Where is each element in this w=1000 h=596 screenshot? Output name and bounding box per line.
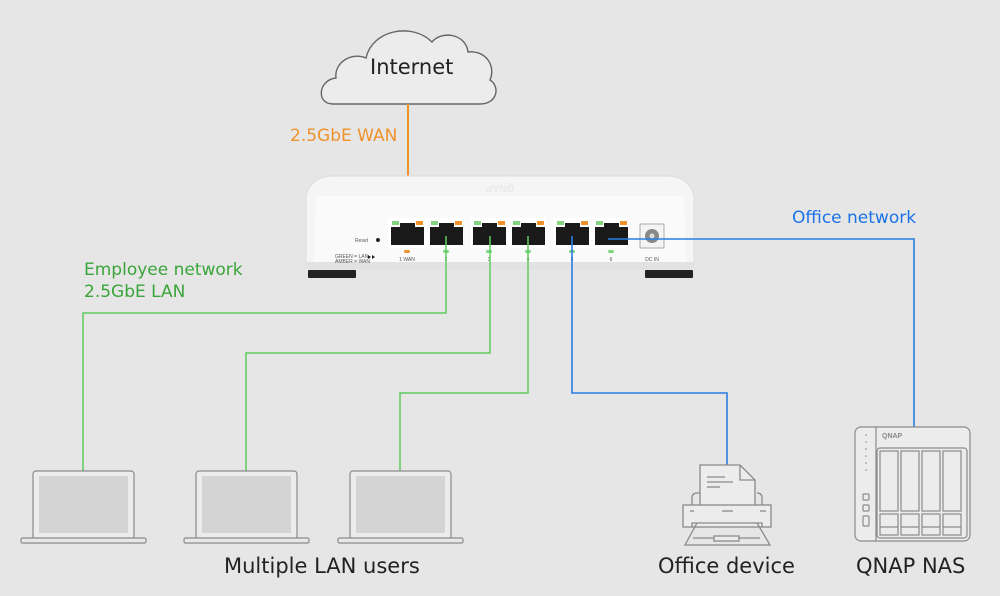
port-label: 3: [488, 257, 491, 263]
port-label: 1 WAN: [399, 257, 415, 263]
activity-led: [537, 221, 544, 225]
nas-label: QNAP NAS: [856, 554, 966, 578]
employee-network-line1: Employee network: [84, 260, 243, 280]
internet-cloud-icon: [320, 30, 497, 105]
office-cable-nas: [608, 238, 915, 427]
employee-network-label: Employee network 2.5GbE LAN: [84, 259, 243, 303]
nas-brand: QNAP: [882, 433, 903, 440]
link-led: [392, 221, 399, 225]
activity-led: [416, 221, 423, 225]
legend-green: GREEN = LAN: [335, 254, 369, 260]
nas-drive-bay: [879, 450, 899, 536]
reset-button[interactable]: [376, 238, 380, 242]
link-led: [474, 221, 481, 225]
port-label: 6: [610, 257, 613, 263]
status-led: [608, 250, 614, 253]
nas-drive-bay: [921, 450, 941, 536]
legend-amber: AMBER = WAN: [335, 259, 370, 265]
ethernet-port-1: 1 WAN: [391, 221, 424, 263]
lan-cable-2: [245, 236, 491, 471]
link-led: [431, 221, 438, 225]
activity-led: [455, 221, 462, 225]
nas-drive-bay: [900, 450, 920, 536]
internet-label: Internet: [370, 55, 454, 79]
office-device-label: Office device: [658, 554, 795, 578]
wan-label: 2.5GbE WAN: [290, 126, 398, 146]
office-cable-printer: [571, 236, 728, 465]
status-led: [404, 250, 410, 253]
laptop-icon: [20, 470, 147, 544]
office-network-label: Office network: [792, 208, 917, 228]
activity-led: [620, 221, 627, 225]
activity-led: [581, 221, 588, 225]
nas-drive-bay: [942, 450, 962, 536]
employee-network-line2: 2.5GbE LAN: [84, 282, 186, 302]
router-brand-mark: QNAP: [485, 182, 514, 193]
lan-users-label: Multiple LAN users: [224, 554, 420, 578]
lan-cable-3: [399, 236, 529, 471]
activity-led: [498, 221, 505, 225]
laptop-icon: [183, 470, 310, 544]
status-led: [486, 250, 492, 253]
link-led: [596, 221, 603, 225]
laptop-icon: [337, 470, 464, 544]
ethernet-port-6: 6: [595, 221, 628, 263]
link-led: [557, 221, 564, 225]
nas-icon: QNAP: [854, 426, 971, 542]
reset-label: Reset: [355, 238, 369, 244]
printer-icon: [682, 464, 772, 546]
link-led: [513, 221, 520, 225]
lan-cable-1: [82, 236, 447, 471]
dc-in-label: DC IN: [645, 257, 659, 263]
